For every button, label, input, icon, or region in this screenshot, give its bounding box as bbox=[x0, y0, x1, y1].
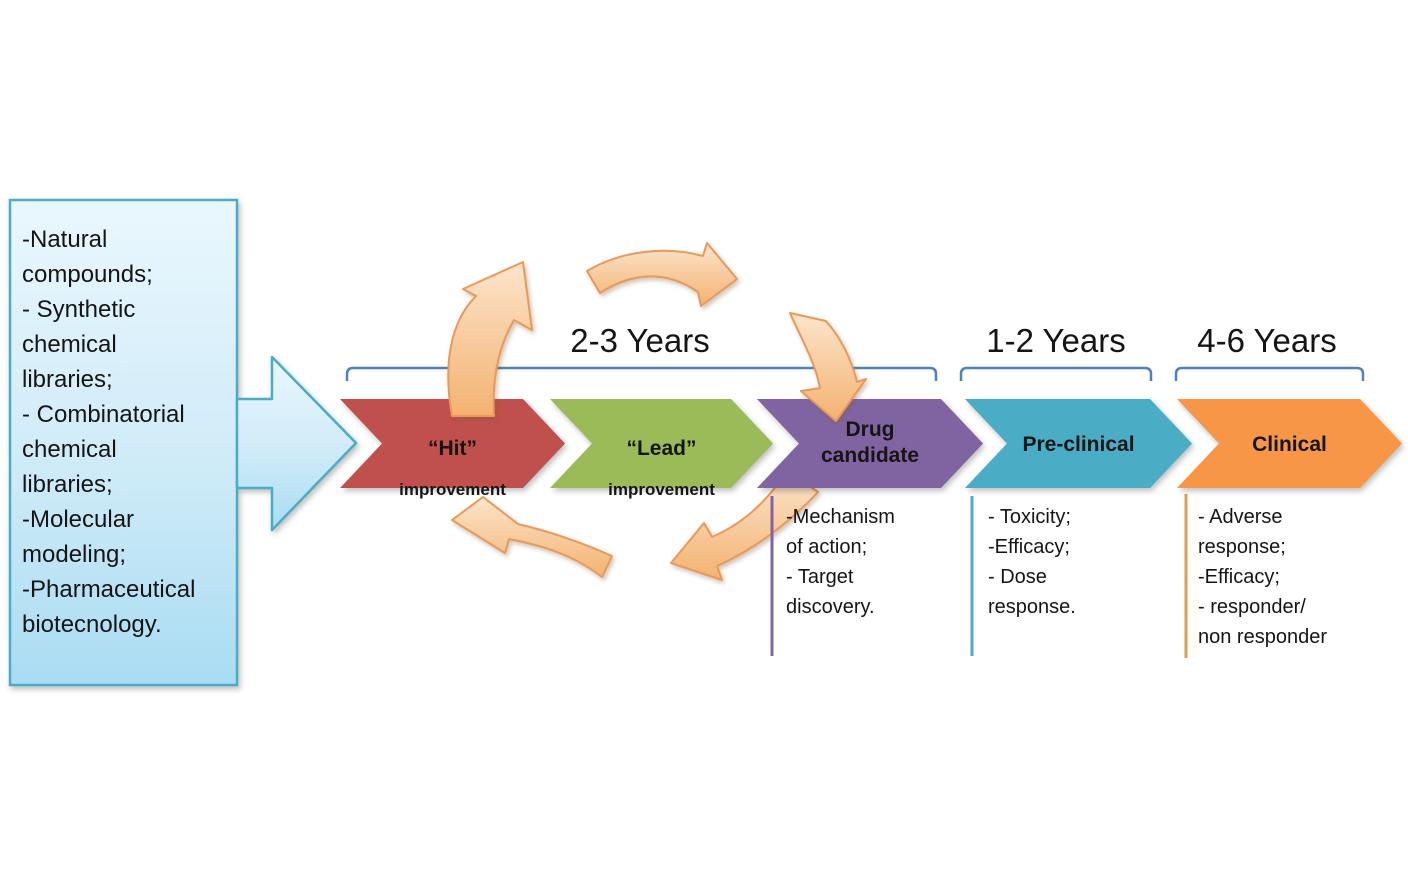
stage-label-lead-subtitle: improvement bbox=[608, 480, 715, 499]
stage-chevron-lead bbox=[550, 399, 773, 488]
stage-chevron-pre-clinical bbox=[965, 399, 1192, 488]
stage-chevron-drug-candidate bbox=[757, 399, 983, 488]
stage-label-drug-candidate: Drug candidate bbox=[820, 418, 920, 467]
duration-bracket-2 bbox=[959, 366, 1153, 381]
cycle-arrow-return-right bbox=[670, 470, 819, 581]
cycle-arrow-top bbox=[586, 242, 738, 307]
note-text-pre-clinical: - Toxicity; -Efficacy; - Dose response. bbox=[988, 506, 1076, 618]
duration-label-2: 1-2 Years bbox=[986, 322, 1126, 359]
stage-label-pre-clinical: Pre-clinical bbox=[1022, 433, 1135, 456]
note-text-drug-candidate: -Mechanism of action; - Target discovery… bbox=[786, 506, 895, 618]
flow-arrow bbox=[235, 355, 358, 532]
stage-label-hit-subtitle: improvement bbox=[399, 480, 506, 499]
stage-label-lead-title: “Lead” bbox=[626, 437, 697, 460]
sources-list-text: -Natural compounds; - Synthetic chemical… bbox=[22, 226, 196, 638]
stage-label-clinical: Clinical bbox=[1252, 433, 1327, 456]
note-text-clinical: - Adverse response; -Efficacy; - respond… bbox=[1198, 506, 1327, 648]
duration-label-1: 2-3 Years bbox=[570, 322, 710, 359]
duration-bracket-3 bbox=[1174, 366, 1365, 381]
cycle-arrow-return-left bbox=[451, 496, 613, 578]
duration-bracket-1 bbox=[345, 366, 938, 381]
stage-label-lead: “Lead” improvement bbox=[550, 418, 773, 518]
cycle-arrow-down bbox=[789, 312, 867, 422]
duration-label-3: 4-6 Years bbox=[1197, 322, 1337, 359]
cycle-arrow-up bbox=[447, 261, 533, 417]
stage-chevron-clinical bbox=[1177, 399, 1402, 488]
stage-label-hit: “Hit” improvement bbox=[340, 418, 565, 518]
stage-chevron-hit bbox=[340, 399, 565, 488]
stage-label-hit-title: “Hit” bbox=[428, 437, 477, 460]
